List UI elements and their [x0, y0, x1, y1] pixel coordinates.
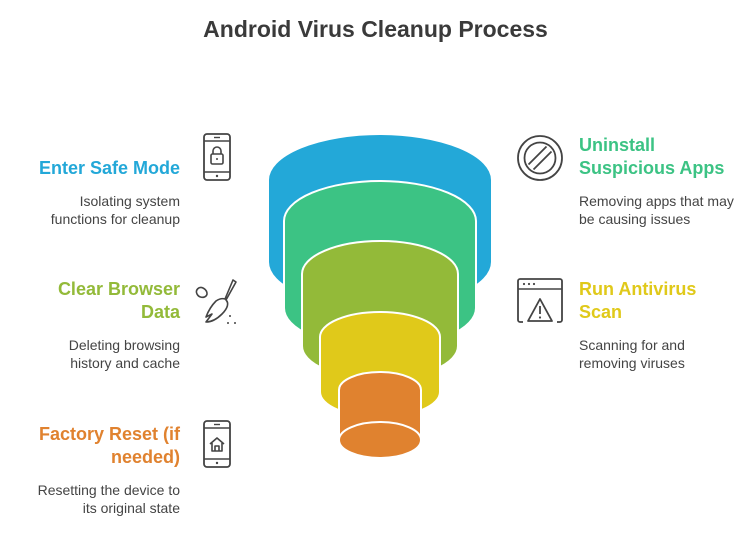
tier-bottom-cap — [338, 421, 422, 459]
broom-icon — [195, 279, 237, 324]
step-desc: Scanning for and removing viruses — [579, 337, 685, 371]
step-clear-browser-data: Clear Browser Data Deleting browsing his… — [0, 278, 180, 372]
step-title: Factory Reset (if needed) — [38, 424, 180, 467]
prohibited-icon — [517, 135, 563, 181]
step-uninstall-apps: Uninstall Suspicious Apps Removing apps … — [579, 134, 739, 228]
step-title: Enter Safe Mode — [38, 158, 180, 178]
step-desc: Deleting browsing history and cache — [68, 337, 180, 371]
step-title: Uninstall Suspicious Apps — [579, 135, 725, 178]
step-desc: Removing apps that may be causing issues — [579, 193, 734, 227]
step-desc: Isolating system functions for cleanup — [50, 193, 180, 227]
step-run-antivirus: Run Antivirus Scan Scanning for and remo… — [579, 278, 729, 372]
step-factory-reset: Factory Reset (if needed) Resetting the … — [0, 423, 180, 517]
diagram-title: Android Virus Cleanup Process — [203, 16, 548, 42]
phone-lock-icon — [203, 133, 231, 181]
step-enter-safe-mode: Enter Safe Mode Isolating system functio… — [0, 157, 180, 228]
step-desc: Resetting the device to its original sta… — [37, 482, 180, 516]
browser-warning-icon — [517, 278, 563, 323]
phone-home-icon — [203, 420, 231, 468]
step-title: Run Antivirus Scan — [579, 279, 697, 322]
step-title: Clear Browser Data — [57, 279, 180, 322]
